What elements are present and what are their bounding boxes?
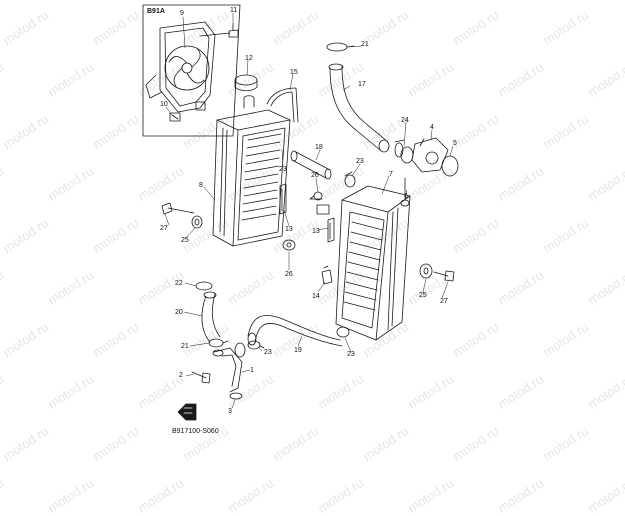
callout-27-left: 27 — [160, 225, 168, 232]
watermark-text: motod.ru — [45, 475, 97, 516]
hose-clamp-22 — [195, 281, 213, 291]
callout-4: 4 — [430, 124, 434, 131]
callout-13-right: 13 — [312, 228, 320, 235]
inset-frame — [142, 4, 241, 137]
o-ring-5 — [441, 155, 459, 177]
callout-8: 8 — [199, 182, 203, 189]
watermark-text: motod.ru — [225, 475, 277, 516]
o-ring-3 — [229, 392, 243, 400]
lower-hose-19 — [247, 315, 343, 347]
callout-23-lower-right: 23 — [347, 351, 355, 358]
hose-18 — [290, 150, 332, 180]
bolt-27-left — [161, 202, 195, 215]
callout-13-left: 13 — [285, 226, 293, 233]
callout-5: 5 — [453, 140, 457, 147]
bolt-27-right — [433, 270, 455, 282]
watermark-text: motod.ru — [315, 475, 367, 516]
watermark-text: motod.ru — [0, 475, 7, 516]
diagram-code: B917100-S060 — [172, 428, 219, 435]
plate-13-right — [327, 217, 335, 243]
collar-25-left — [191, 215, 203, 229]
watermark-text: motod.ru — [495, 475, 547, 516]
callout-1: 1 — [250, 367, 254, 374]
callout-25-right: 25 — [419, 292, 427, 299]
plate-13-left — [279, 183, 287, 215]
clip-10 — [169, 112, 181, 122]
callout-19: 19 — [294, 347, 302, 354]
callout-3: 3 — [228, 408, 232, 415]
callout-14: 14 — [312, 293, 320, 300]
callout-21-top: 21 — [361, 41, 369, 48]
left-radiator — [212, 109, 291, 247]
thermostat-housing — [400, 137, 449, 173]
callout-10: 10 — [160, 101, 168, 108]
watermark-text: motod.ru — [405, 475, 457, 516]
bushing-26-right — [309, 191, 323, 201]
callout-23-upper: 23 — [356, 158, 364, 165]
inset-label: B91A — [147, 8, 165, 15]
screw-11 — [228, 22, 239, 38]
callout-25-left: 25 — [181, 237, 189, 244]
callout-18: 18 — [315, 144, 323, 151]
collar-25-right — [419, 263, 433, 279]
callout-26-lower: 26 — [285, 271, 293, 278]
callout-22: 22 — [175, 280, 183, 287]
water-pipe-1 — [212, 342, 246, 393]
upper-hose — [328, 63, 390, 153]
clamp-23-lower-right — [336, 326, 350, 338]
callout-23-lower-left: 23 — [264, 349, 272, 356]
callout-11: 11 — [230, 7, 238, 14]
fan-assembly — [145, 21, 231, 113]
damper-14 — [321, 265, 333, 285]
hose-clamp-24 — [394, 139, 405, 158]
clamp-23-upper — [344, 171, 356, 188]
lower-hose-20 — [201, 291, 221, 343]
callout-6: 6 — [404, 193, 408, 200]
holder-16 — [316, 204, 330, 215]
callout-20: 20 — [175, 309, 183, 316]
clamp-23-lower-left — [247, 340, 265, 350]
callout-21-lower: 21 — [181, 343, 189, 350]
bolt-2 — [191, 371, 211, 384]
breather-hose — [266, 87, 299, 123]
callout-17: 17 — [358, 81, 366, 88]
watermark-text: motod.ru — [585, 475, 625, 516]
bushing-26-lower — [282, 239, 296, 251]
callout-26-right: 26 — [311, 172, 319, 179]
callout-12: 12 — [245, 55, 253, 62]
callout-9: 9 — [180, 10, 184, 17]
watermark-text: motod.ru — [135, 475, 187, 516]
radiator-cap — [234, 74, 258, 109]
right-radiator — [335, 185, 411, 341]
front-arrow-icon — [177, 403, 197, 421]
callout-15: 15 — [290, 69, 298, 76]
callout-23-mid: 23 — [279, 166, 287, 173]
callout-24: 24 — [401, 117, 409, 124]
callout-7: 7 — [389, 171, 393, 178]
leader-lines — [164, 12, 454, 409]
exploded-parts-diagram — [142, 4, 459, 421]
callout-27-right: 27 — [440, 298, 448, 305]
callout-2: 2 — [179, 372, 183, 379]
hose-clamp-21-lower — [208, 338, 229, 348]
